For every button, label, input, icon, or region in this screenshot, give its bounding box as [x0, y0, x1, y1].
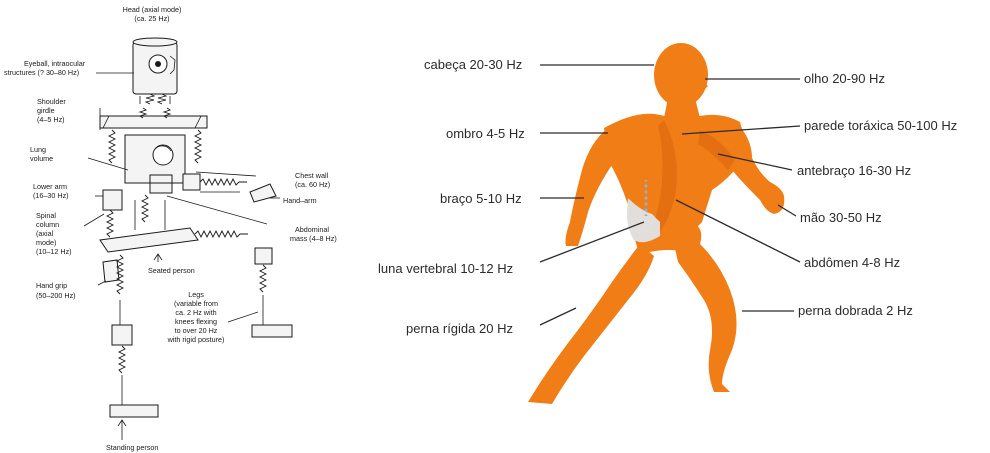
- label-legs-5: to over 20 Hz: [175, 326, 218, 335]
- label-standing: Standing person: [106, 443, 158, 452]
- label-braco: braço 5-10 Hz: [440, 191, 522, 206]
- label-spinal-1: Spinal: [36, 211, 56, 220]
- label-cabeca: cabeça 20-30 Hz: [424, 57, 522, 72]
- label-perna-dobrada: perna dobrada 2 Hz: [798, 303, 913, 318]
- label-abdominal-1: Abdominal: [295, 225, 329, 234]
- label-eyeball-2: structures (? 30–80 Hz): [4, 68, 79, 77]
- label-chest-1: Chest wall: [295, 171, 329, 180]
- label-handgrip-1: Hand grip: [36, 281, 67, 290]
- label-shoulder-3: (4–5 Hz): [37, 115, 65, 124]
- label-eyeball-1: Eyeball, intraocular: [24, 59, 86, 68]
- label-lowerarm-2: (16–30 Hz): [33, 191, 69, 200]
- model-shoulder-bar: [100, 116, 207, 128]
- label-seated: Seated person: [148, 266, 195, 275]
- label-ombro: ombro 4-5 Hz: [446, 126, 525, 141]
- label-lowerarm-1: Lower arm: [33, 182, 67, 191]
- label-legs-6: with rigid posture): [167, 335, 225, 344]
- label-spinal-4: mode): [36, 238, 56, 247]
- label-antebraco: antebraço 16-30 Hz: [797, 163, 911, 178]
- human-figure: [528, 43, 784, 404]
- label-lung-1: Lung: [30, 145, 46, 154]
- label-mao: mão 30-50 Hz: [800, 210, 882, 225]
- label-abdomen: abdômen 4-8 Hz: [804, 255, 900, 270]
- label-spinal-3: (axial: [36, 229, 54, 238]
- label-legs-4: knees flexing: [175, 317, 217, 326]
- label-parede: parede toráxica 50-100 Hz: [804, 118, 957, 133]
- label-spinal-2: column: [36, 220, 59, 229]
- label-perna-rigida: perna rígida 20 Hz: [406, 321, 513, 336]
- label-legs-2: (variable from: [174, 299, 218, 308]
- label-coluna: luna vertebral 10-12 Hz: [378, 261, 513, 276]
- label-legs-3: ca. 2 Hz with: [175, 308, 216, 317]
- label-handarm: Hand–arm: [283, 196, 317, 205]
- label-head-2: (ca. 25 Hz): [134, 14, 169, 23]
- model-chest-box: [125, 135, 185, 193]
- mechanical-body-model: [84, 38, 292, 440]
- label-legs-1: Legs: [188, 290, 204, 299]
- label-chest-2: (ca. 60 Hz): [295, 180, 330, 189]
- label-shoulder-2: girdle: [37, 106, 55, 115]
- label-handgrip-2: (50–200 Hz): [36, 291, 76, 300]
- label-spinal-5: (10–12 Hz): [36, 247, 72, 256]
- label-abdominal-2: mass (4–8 Hz): [290, 234, 337, 243]
- label-head-1: Head (axial mode): [123, 5, 182, 14]
- model-head: [133, 38, 177, 104]
- label-olho: olho 20-90 Hz: [804, 71, 885, 86]
- label-lung-2: volume: [30, 154, 53, 163]
- label-shoulder-1: Shoulder: [37, 97, 66, 106]
